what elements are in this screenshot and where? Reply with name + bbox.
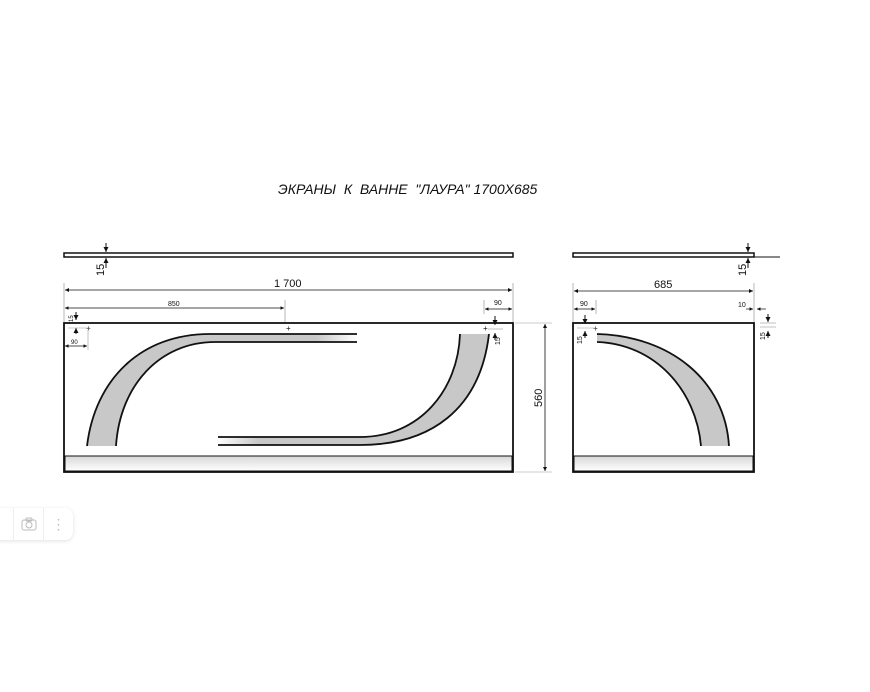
- side-length-label: 685: [654, 279, 672, 291]
- front-panel: + + + 15 90 15: [63, 312, 514, 473]
- drawing-title: ЭКРАНЫ К ВАННЕ "ЛАУРА" 1700Х685: [278, 181, 538, 197]
- left-mark: +: [86, 324, 91, 333]
- side-length-dimension: 685 90 10 15: [572, 279, 776, 340]
- front-thickness-label: 15: [95, 264, 107, 276]
- image-toolbar: ⋮: [0, 508, 73, 540]
- right-mark: +: [483, 324, 488, 333]
- side-left-hole-y-label: 15: [577, 336, 584, 344]
- side-thickness-label: 15: [737, 264, 749, 276]
- front-center-offset-label: 850: [168, 301, 180, 308]
- front-height-label: 560: [533, 389, 545, 407]
- more-vertical-icon[interactable]: ⋮: [51, 515, 66, 532]
- side-panel: + 15: [572, 315, 755, 473]
- side-right-offset-x-label: 10: [738, 302, 746, 309]
- front-length-label: 1 700: [274, 278, 302, 290]
- side-panel-top-view: 15: [572, 243, 780, 276]
- camera-search-icon[interactable]: [14, 508, 43, 540]
- front-left-arc: [87, 334, 357, 446]
- front-length-dimension: 1 700 850 90: [63, 278, 514, 322]
- side-right-offset-y-label: 15: [760, 332, 767, 340]
- front-height-dimension: 560: [515, 322, 552, 473]
- front-left-hole-x-label: 90: [71, 340, 78, 346]
- front-panel-top-view: 15: [63, 243, 514, 276]
- center-mark: +: [286, 324, 291, 333]
- front-right-hole-x-label: 90: [494, 300, 502, 307]
- front-right-hole-y-label: 15: [495, 337, 502, 345]
- side-left-mark: +: [593, 324, 598, 333]
- front-left-hole-y-label: 15: [69, 315, 75, 322]
- side-left-hole-x-label: 90: [580, 301, 588, 308]
